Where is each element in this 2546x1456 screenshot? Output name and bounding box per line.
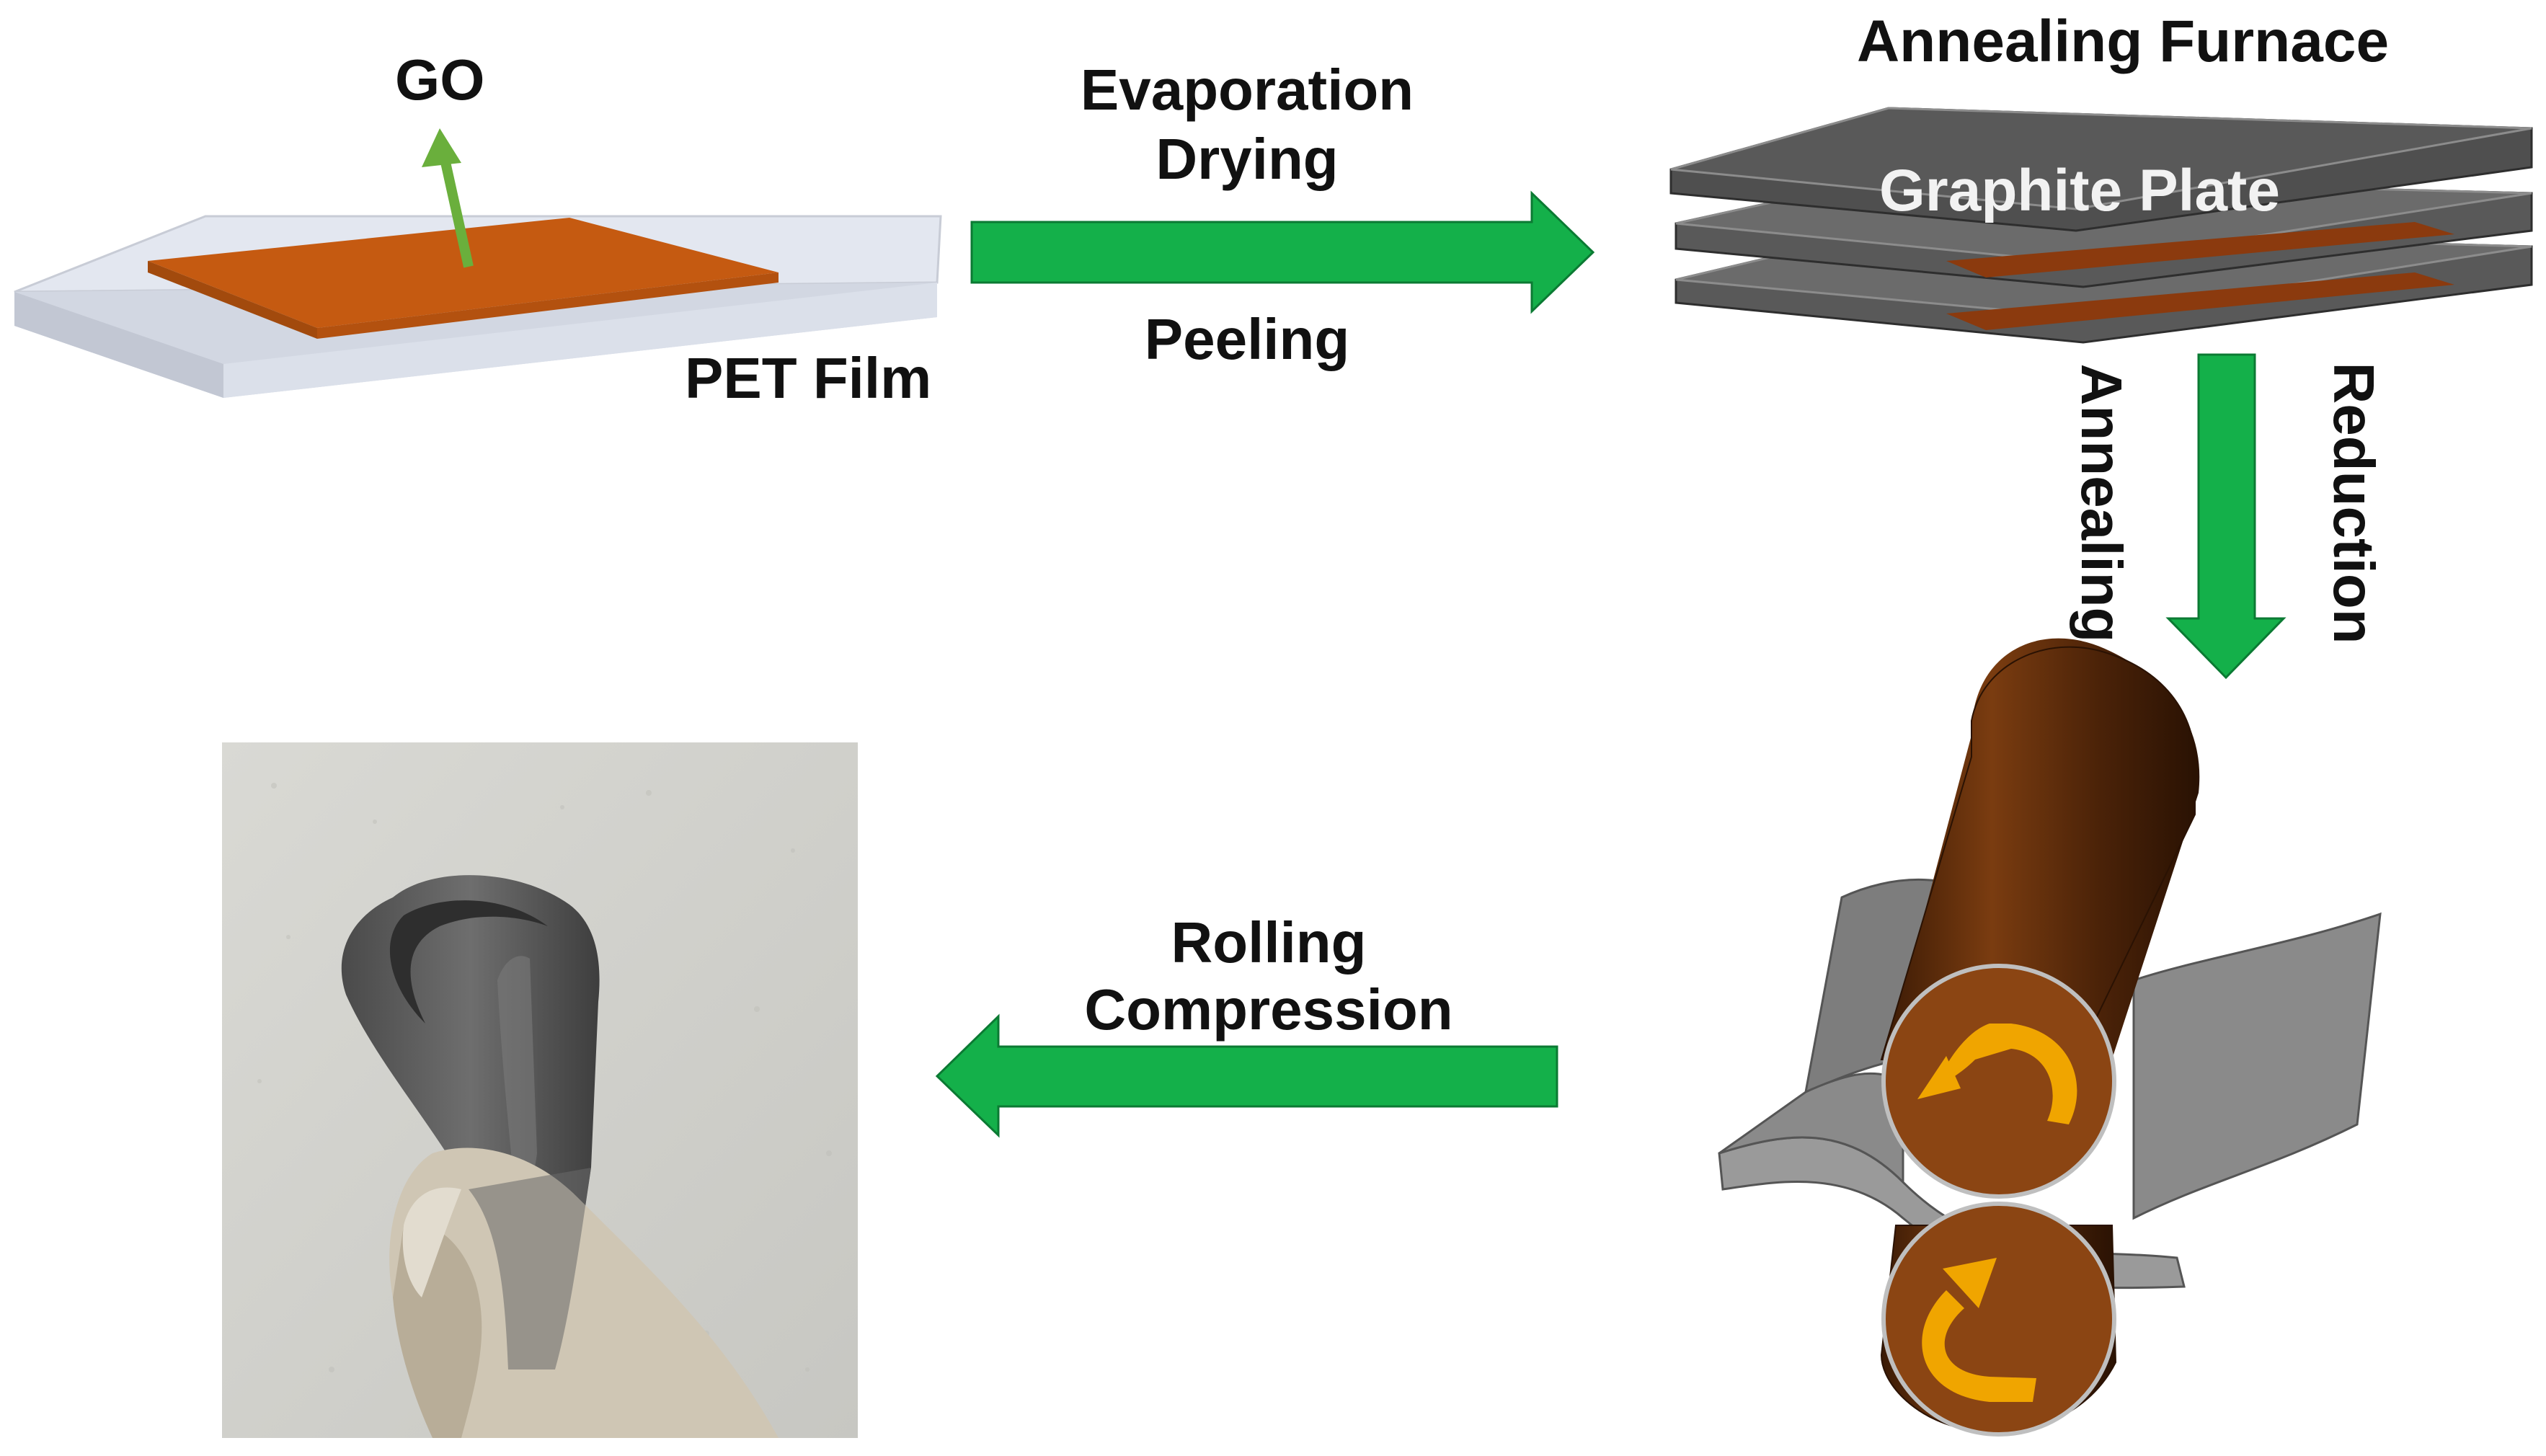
arrow-down-annealing <box>2165 353 2286 680</box>
graphite-plate-top-face <box>1670 107 2532 210</box>
wall-texture <box>257 783 832 1372</box>
graphite-plate-stack <box>1669 107 2533 344</box>
film-over-finger <box>469 1168 591 1370</box>
thumb-nail <box>402 1187 461 1297</box>
peeling-label: Peeling <box>1145 307 1350 371</box>
rolling-label: Rolling <box>1171 910 1366 975</box>
bent-film-highlight <box>497 956 537 1197</box>
arrow-right-evaporation <box>970 190 1595 314</box>
lower-rotation-arrow-icon <box>1922 1290 2036 1402</box>
go-label: GO <box>395 48 484 112</box>
reduction-label: Reduction <box>2322 362 2386 644</box>
upper-rotation-arrow-icon <box>2011 1024 2077 1124</box>
annealing-label: Annealing <box>2070 364 2134 643</box>
upper-roller-end <box>1881 964 2116 1199</box>
upper-roller-tube <box>1880 646 2197 1060</box>
annealed-film-1 <box>1946 222 2454 278</box>
drying-label: Drying <box>1156 127 1338 191</box>
arrow-left-rolling <box>935 1013 1558 1138</box>
upper-rotation-tip-icon <box>1917 1056 1961 1099</box>
go-indicator-arrow <box>422 128 474 268</box>
compression-label: Compression <box>1084 977 1452 1042</box>
flexible-film-photo <box>222 742 858 1438</box>
annealing-furnace-label: Annealing Furnace <box>1857 9 2389 74</box>
evaporation-label: Evaporation <box>1081 58 1414 122</box>
go-film-layer <box>148 218 779 328</box>
pet-film-label: PET Film <box>685 346 931 410</box>
film-sheet-left <box>1718 1072 1904 1185</box>
rolling-assembly <box>1718 638 2382 1437</box>
pet-film-assembly <box>14 215 942 398</box>
graphite-plate-label: Graphite Plate <box>1879 158 2280 223</box>
annealed-film-2 <box>1946 272 2454 330</box>
upper-rotation-arrowhead-icon <box>1935 1024 2011 1088</box>
film-sheet-right <box>2132 912 2382 1220</box>
bent-film-inner <box>389 900 548 1024</box>
go-film-side <box>148 261 317 339</box>
lower-rotation-tip-icon <box>1943 1258 1997 1308</box>
go-film-front <box>317 272 779 339</box>
pet-film-front-face <box>223 283 937 398</box>
pet-film-edge <box>14 292 223 398</box>
